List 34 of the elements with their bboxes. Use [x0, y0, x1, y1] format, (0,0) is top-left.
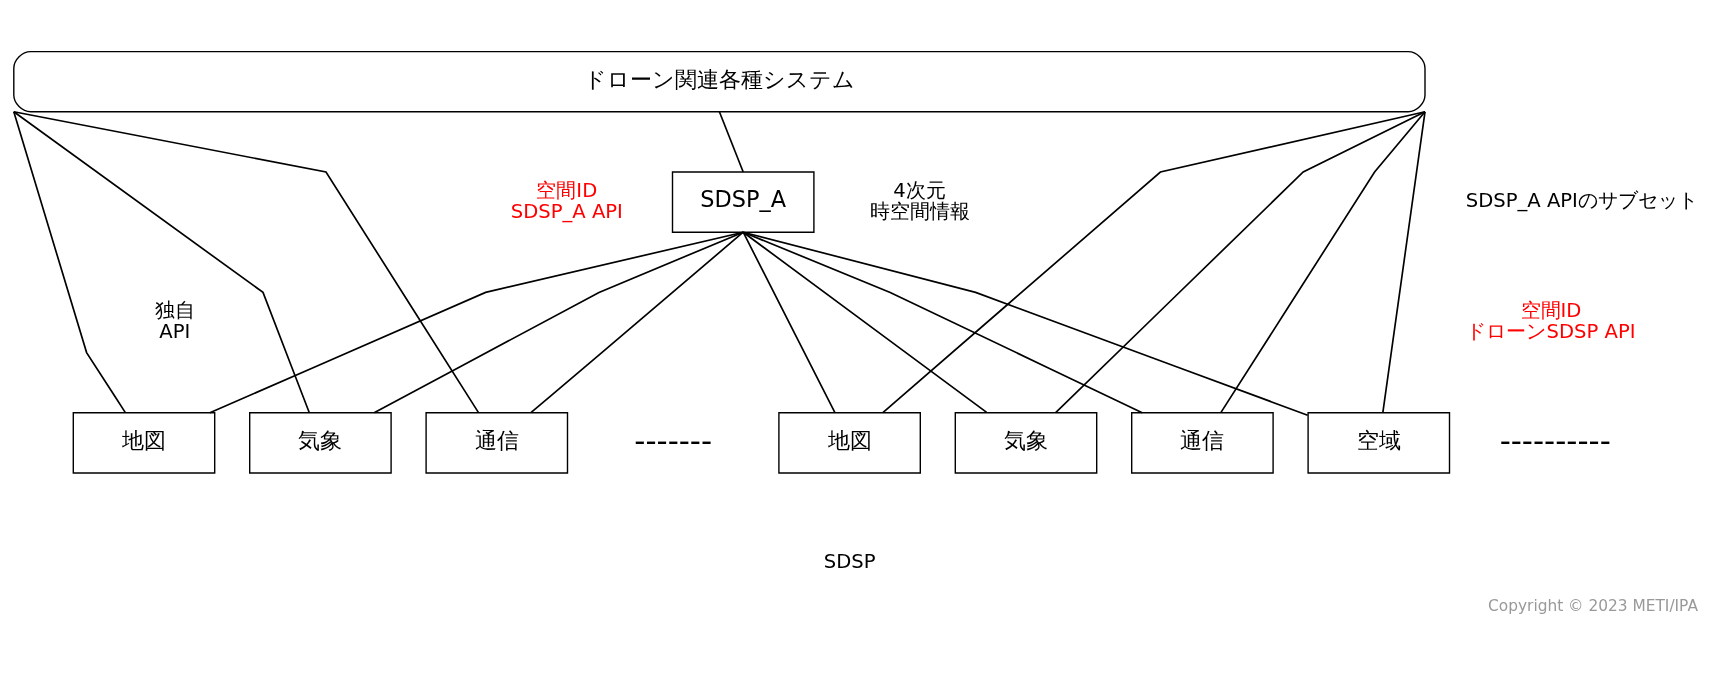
- connector: [742, 231, 1144, 414]
- node-label: 時空間情報: [869, 199, 970, 223]
- connector: [12, 110, 127, 414]
- connector: [742, 231, 1309, 417]
- connector: [1382, 110, 1426, 414]
- label: -------: [634, 421, 713, 458]
- caption: Copyright © 2023 METI/IPA: [1488, 597, 1698, 616]
- connector: [373, 231, 745, 414]
- node-box: 気象: [954, 412, 1098, 474]
- node-box: 空域: [1307, 412, 1451, 474]
- label: SDSP: [823, 550, 876, 574]
- label: 独自 API: [154, 299, 195, 344]
- label: 空間ID ドローンSDSP API: [1466, 299, 1636, 344]
- connector: [742, 231, 836, 414]
- connector: [209, 231, 745, 414]
- node-box: 気象: [249, 412, 392, 474]
- label: ----------: [1499, 421, 1611, 458]
- connector: [742, 231, 988, 414]
- node-box: 地図: [72, 412, 216, 474]
- node-box: 通信: [425, 412, 569, 474]
- node-label: 4次元: [893, 178, 946, 202]
- label: SDSP_A APIのサブセット: [1465, 189, 1698, 213]
- node-box: 地図: [778, 412, 921, 474]
- node-box: ドローン関連各種システム: [13, 50, 1426, 113]
- node-box: 通信: [1131, 412, 1274, 474]
- connector: [718, 110, 745, 173]
- connector: [12, 110, 480, 414]
- connector: [882, 110, 1426, 414]
- node-box: SDSP_A: [671, 171, 815, 233]
- label: 空間ID SDSP_A API: [510, 178, 623, 223]
- connector: [1220, 110, 1426, 414]
- connector: [530, 231, 745, 414]
- connector: [12, 110, 311, 414]
- connector: [1054, 110, 1426, 414]
